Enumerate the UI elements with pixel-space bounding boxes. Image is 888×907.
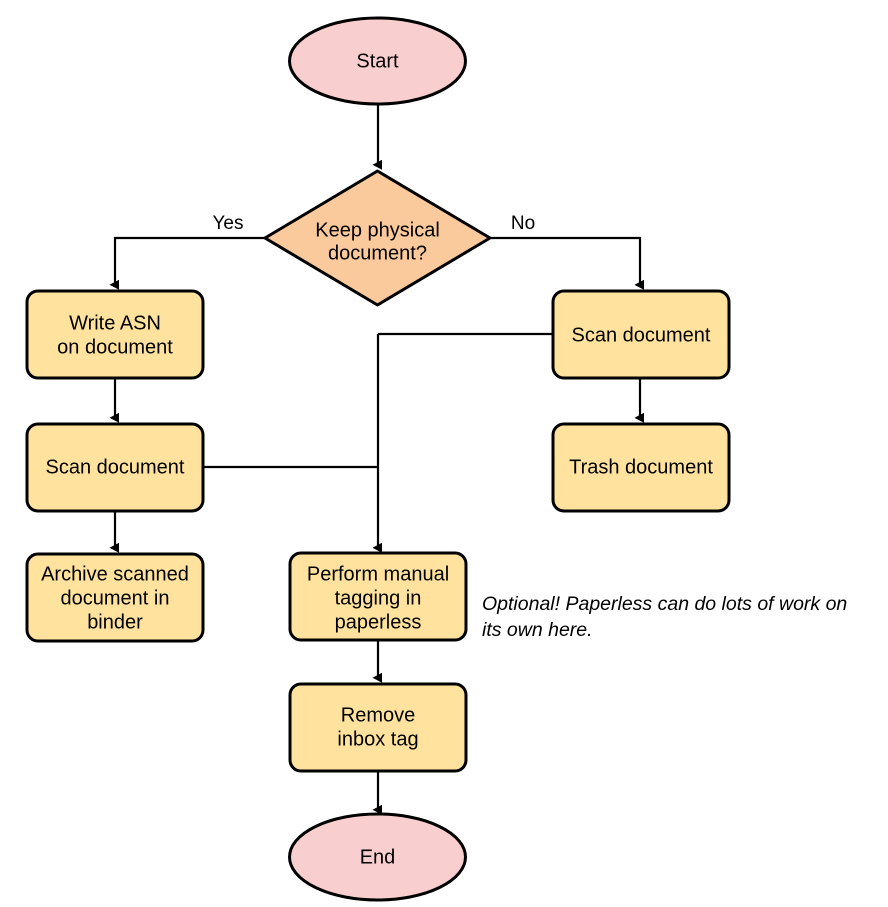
archive-label-line3: binder xyxy=(87,611,143,633)
decision-diamond[interactable] xyxy=(263,169,492,307)
edge-decision-yes-to-write-asn xyxy=(109,236,265,290)
remove-inbox-label-line1: Remove xyxy=(341,704,415,726)
start-label: Start xyxy=(356,50,399,72)
node-scan-document-right[interactable]: Scan document xyxy=(551,289,731,380)
node-trash-document[interactable]: Trash document xyxy=(551,422,731,513)
edge-label-no: No xyxy=(511,213,535,234)
edges-layer xyxy=(109,104,644,815)
remove-inbox-box[interactable] xyxy=(288,682,468,773)
end-ellipse[interactable] xyxy=(288,812,467,902)
decision-label-line2: document? xyxy=(328,242,427,264)
end-label: End xyxy=(360,846,396,868)
annotation-optional-note: Optional! Paperless can do lots of work … xyxy=(482,593,847,641)
trash-label: Trash document xyxy=(569,456,713,478)
scan-right-box[interactable] xyxy=(551,289,731,380)
archive-label-line2: document in xyxy=(61,587,170,609)
node-start[interactable]: Start xyxy=(288,16,467,106)
tagging-label-line2: tagging in xyxy=(335,587,422,609)
node-remove-inbox-tag[interactable]: Remove inbox tag xyxy=(288,682,468,773)
node-end[interactable]: End xyxy=(288,812,467,902)
archive-box[interactable] xyxy=(25,552,205,643)
node-perform-manual-tagging[interactable]: Perform manual tagging in paperless xyxy=(288,551,468,642)
annotation-line1: Optional! Paperless can do lots of work … xyxy=(482,593,847,615)
remove-inbox-label-line2: inbox tag xyxy=(337,728,418,750)
decision-label-line1: Keep physical xyxy=(315,219,440,241)
write-asn-label-line1: Write ASN xyxy=(69,312,161,334)
annotation-line2: its own here. xyxy=(482,619,593,641)
node-scan-document-left[interactable]: Scan document xyxy=(25,422,205,513)
tagging-label-line1: Perform manual xyxy=(307,563,449,585)
node-archive-scanned-document[interactable]: Archive scanned document in binder xyxy=(25,552,205,643)
scan-left-box[interactable] xyxy=(25,422,205,513)
trash-box[interactable] xyxy=(551,422,731,513)
tagging-box[interactable] xyxy=(288,551,468,642)
tagging-label-line3: paperless xyxy=(335,611,422,633)
edge-labels-layer: Yes No xyxy=(213,213,536,234)
scan-right-label: Scan document xyxy=(572,324,711,346)
node-decision-keep-physical-document[interactable]: Keep physical document? xyxy=(263,169,492,307)
write-asn-label-line2: on document xyxy=(57,336,173,358)
edge-label-yes: Yes xyxy=(213,213,244,234)
write-asn-box[interactable] xyxy=(25,289,205,380)
edge-decision-no-to-scan-right xyxy=(490,236,644,290)
scan-left-label: Scan document xyxy=(46,456,185,478)
node-write-asn[interactable]: Write ASN on document xyxy=(25,289,205,380)
start-ellipse[interactable] xyxy=(288,16,467,106)
archive-label-line1: Archive scanned xyxy=(41,563,189,585)
